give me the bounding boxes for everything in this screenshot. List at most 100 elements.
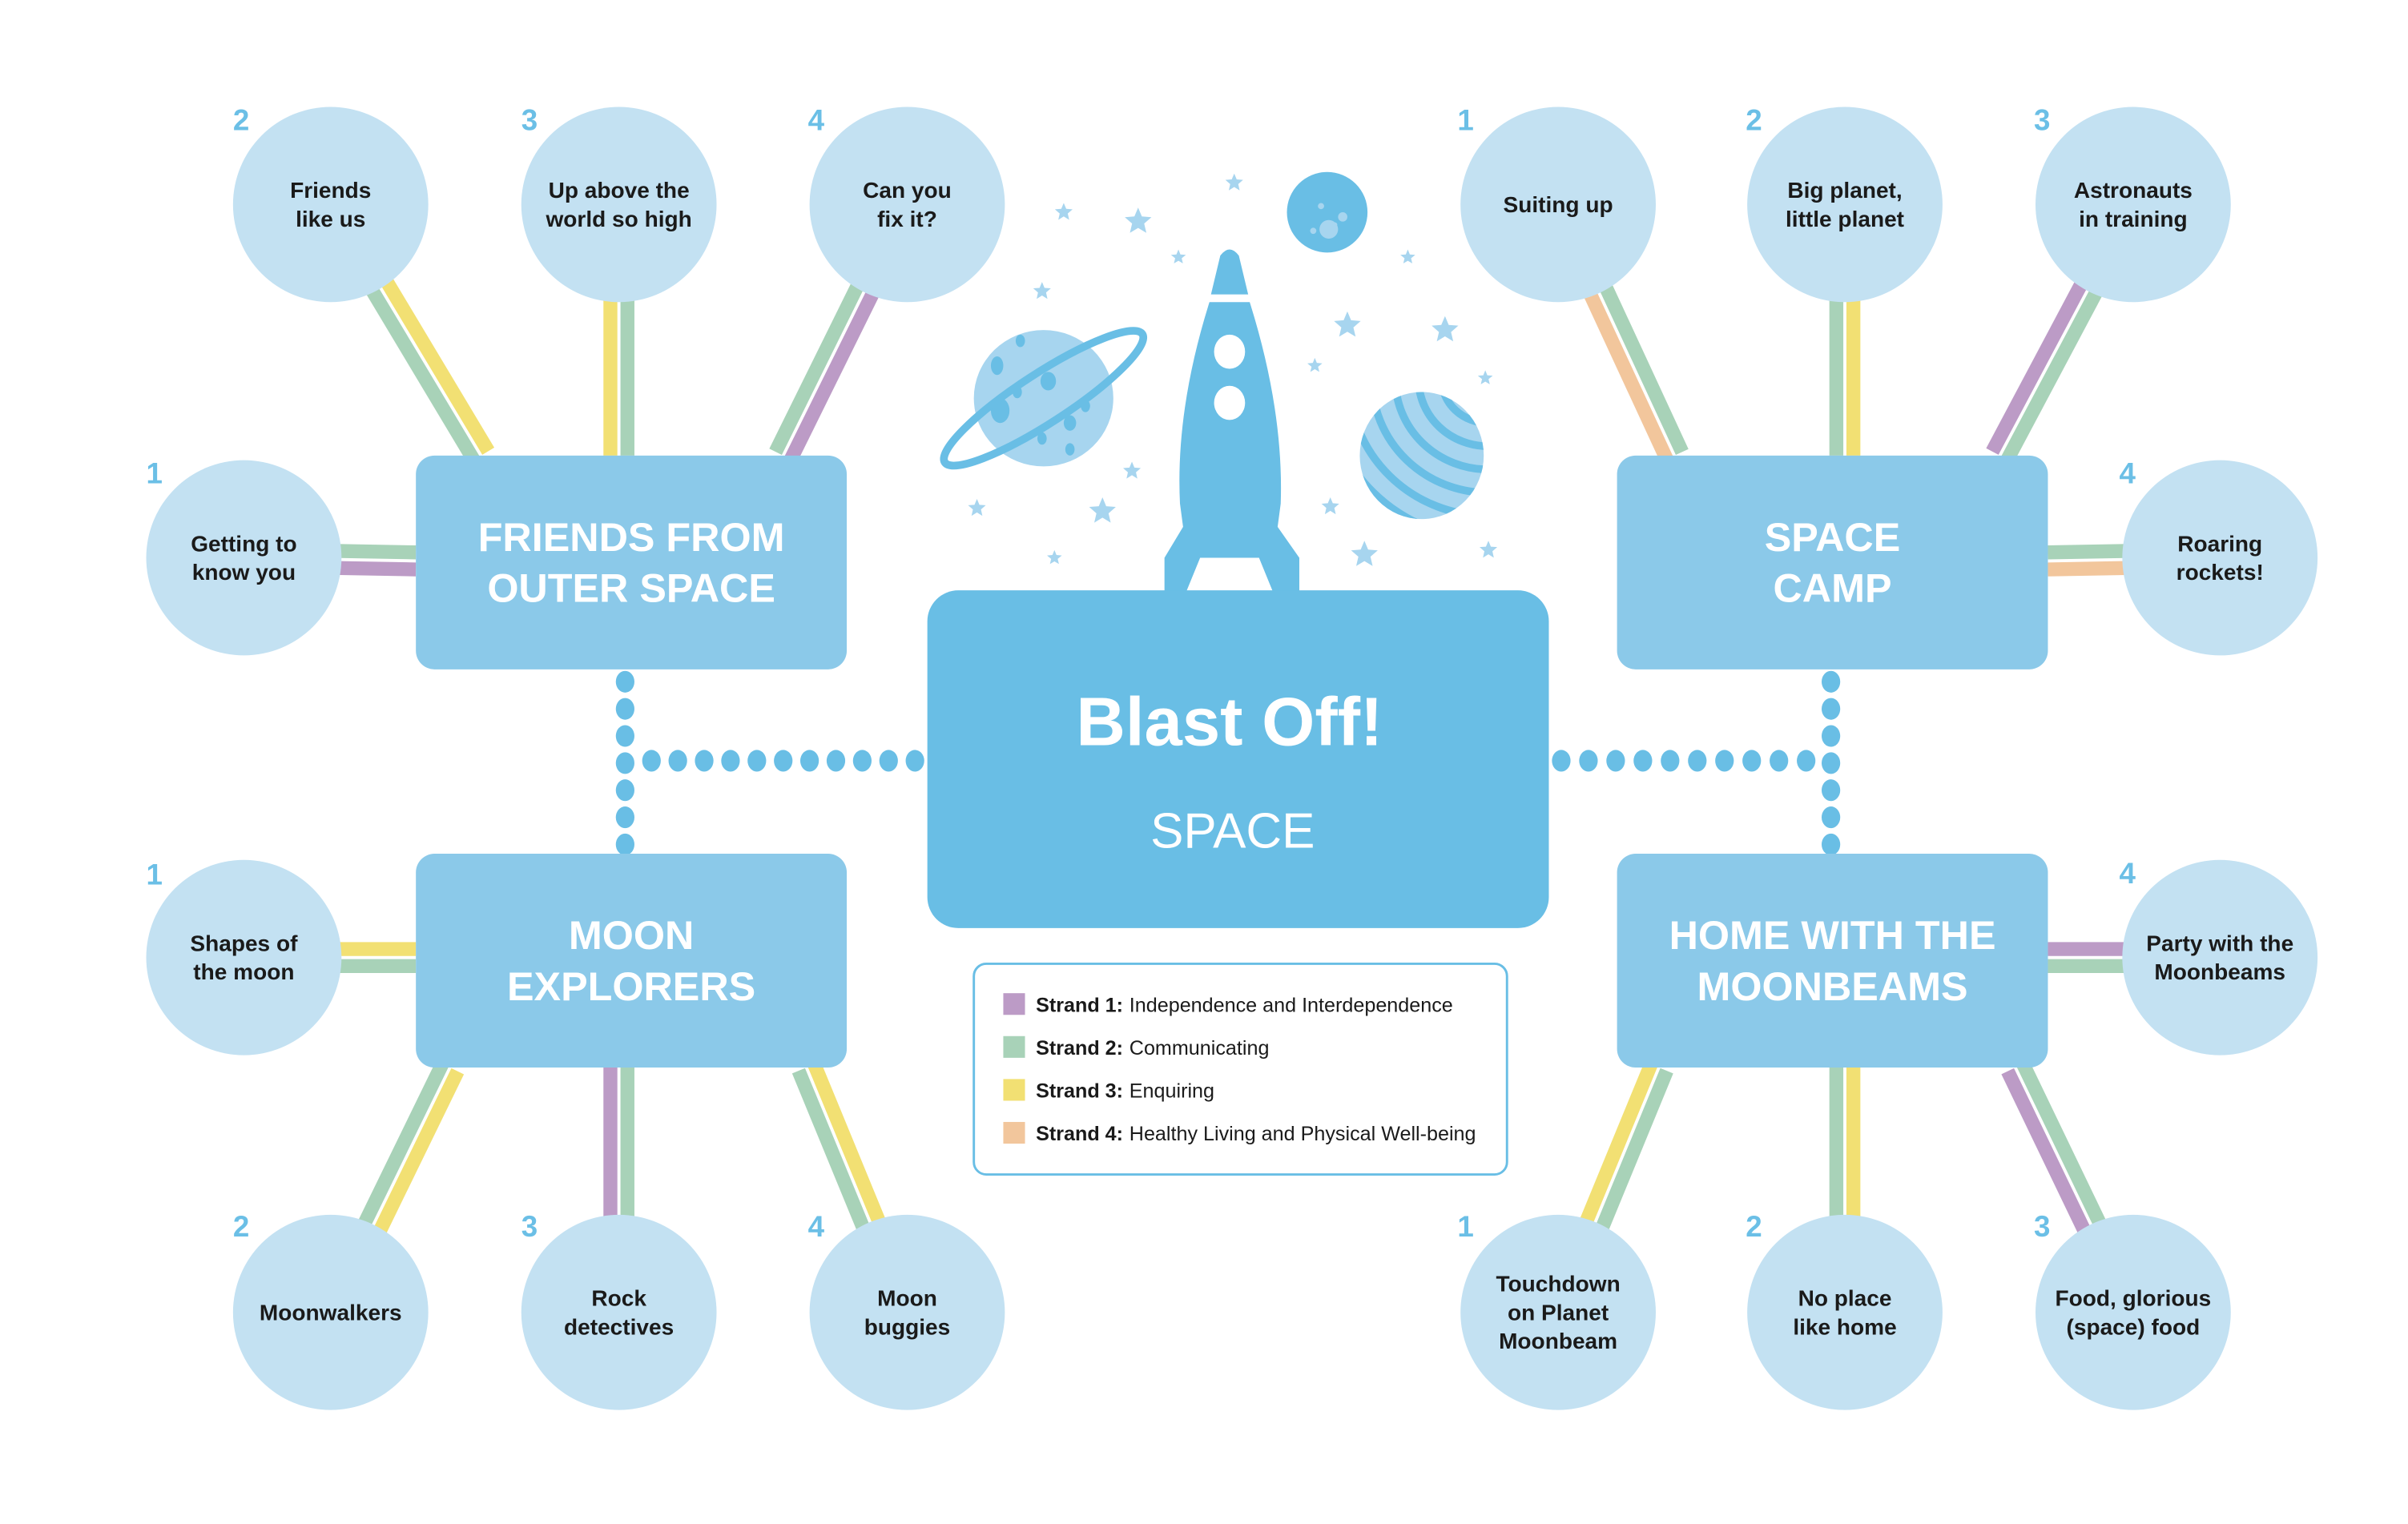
link-dot (747, 750, 767, 772)
subtopic-label-line: Up above the (549, 178, 690, 203)
legend-strand-label: Strand 4: (1036, 1123, 1123, 1145)
subtopic-number: 4 (2119, 857, 2136, 890)
subtopic-label-line: Party with the (2146, 931, 2293, 955)
legend-strand-name: Healthy Living and Physical Well-being (1130, 1123, 1476, 1145)
topic-box (1617, 854, 2048, 1068)
link-dot (1822, 779, 1841, 802)
star-icon (1351, 541, 1378, 566)
link-dot (1633, 750, 1653, 772)
subtopic-number: 1 (147, 457, 163, 490)
link-dot (1822, 725, 1841, 747)
subtopic-number: 2 (1746, 1210, 1762, 1243)
legend-item: Strand 3:Enquiring (1003, 1079, 1214, 1103)
topic-node-spacecamp: SPACE CAMP (1617, 455, 2048, 670)
subtopic-circle (2122, 460, 2318, 656)
star-icon (1033, 282, 1051, 300)
link-dot (721, 750, 740, 772)
crater (1063, 415, 1077, 431)
topic-title-line: CAMP (1773, 565, 1891, 611)
legend-item: Strand 4: Healthy Living and Physical Wel… (1003, 1121, 1476, 1145)
legend-swatch (1003, 1121, 1025, 1144)
link-dot (615, 806, 634, 829)
topic-title-line: MOON (569, 912, 694, 958)
rocket-icon (1164, 249, 1299, 593)
star-icon (1321, 497, 1339, 515)
subtopic-number: 4 (2119, 457, 2136, 490)
subtopic-circle (521, 1214, 717, 1410)
subtopic-number: 1 (147, 859, 163, 891)
topic-title-line: EXPLORERS (507, 963, 755, 1009)
planet-ring (940, 327, 1148, 470)
star-icon (1432, 316, 1459, 342)
striped-planet-icon (1359, 392, 1484, 520)
subtopic-circle (1460, 1214, 1656, 1410)
subtopic-label-line: the moon (193, 959, 294, 984)
star-icon (1225, 173, 1243, 191)
link-dot (799, 750, 819, 772)
subtopic-number: 2 (233, 104, 249, 137)
star-icon (1170, 249, 1186, 263)
subtopic-circle (2122, 859, 2318, 1056)
subtopic-number: 2 (1746, 104, 1762, 137)
subtopic-circle (232, 1214, 429, 1410)
subtopic-circle (2035, 107, 2231, 303)
subtopic-label-line: Rock (591, 1286, 646, 1311)
hub-box (927, 590, 1549, 928)
subtopic-label-line: know you (192, 560, 296, 585)
subtopic-number: 4 (808, 1210, 825, 1243)
legend-item: Strand 1:Independence and Interdependenc… (1003, 993, 1453, 1016)
legend-strand-label: Strand 2: (1036, 1037, 1123, 1060)
topic-title-line: MOONBEAMS (1697, 963, 1967, 1009)
link-dot (1822, 833, 1841, 855)
subtopic-circle (1747, 107, 1943, 303)
hub-node: Blast Off!SPACE (927, 590, 1549, 928)
subtopic-label-line: fix it? (877, 207, 937, 231)
subtopic-circle (1747, 1214, 1943, 1410)
legend-swatch (1003, 993, 1025, 1015)
legend-strand-name: Enquiring (1130, 1080, 1214, 1103)
subtopic-label-line: Friends (290, 178, 371, 203)
topic-title-line: SPACE (1765, 514, 1901, 560)
star-icon (1400, 249, 1415, 263)
crater (1040, 372, 1057, 391)
legend-strand-name: Independence and Interdependence (1130, 994, 1453, 1016)
subtopic-number: 3 (2034, 1210, 2050, 1243)
link-dot (1822, 806, 1841, 829)
legend: Strand 1:Independence and Interdependenc… (972, 962, 1508, 1176)
legend-swatch (1003, 1035, 1025, 1058)
link-dot (905, 750, 924, 772)
link-dot (826, 750, 846, 772)
subtopic-label-line: Food, glorious (2056, 1286, 2212, 1311)
subtopic-label-line: rockets! (2176, 560, 2264, 585)
subtopic-label-line: No place (1798, 1286, 1892, 1311)
link-dot (852, 750, 872, 772)
star-icon (1480, 541, 1498, 558)
subtopic-label-line: world so high (545, 207, 691, 231)
moon-body (1287, 171, 1368, 253)
topic-title-line: OUTER SPACE (487, 565, 775, 611)
subtopic-label-line: like home (1793, 1314, 1896, 1339)
link-dot (615, 779, 634, 802)
star-icon (1089, 497, 1116, 523)
link-dot (1661, 750, 1680, 772)
rocket-nose (1210, 249, 1249, 295)
crater (1037, 432, 1047, 445)
ringed-planet-icon (940, 327, 1148, 470)
star-icon (1307, 357, 1323, 372)
link-dot (879, 750, 898, 772)
subtopic-label-line: Moonbeam (1499, 1329, 1617, 1353)
subtopic-circle (232, 107, 429, 303)
